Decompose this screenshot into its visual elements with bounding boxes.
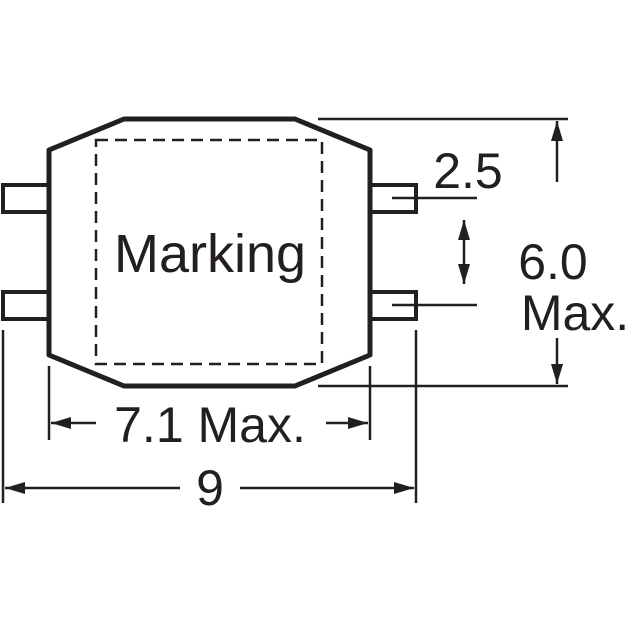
lead-left-bottom: [1, 290, 51, 321]
pitch-label: 2.5: [433, 143, 503, 199]
lead-left-top: [1, 183, 51, 214]
height-label-max: Max.: [521, 285, 629, 341]
marking-area: [94, 138, 324, 366]
marking-label: Marking: [114, 224, 306, 284]
package-body: [46, 116, 373, 389]
body-width-label: 7.1 Max.: [114, 397, 306, 453]
height-label-value: 6.0: [518, 234, 588, 290]
overall-width-label: 9: [196, 460, 224, 516]
